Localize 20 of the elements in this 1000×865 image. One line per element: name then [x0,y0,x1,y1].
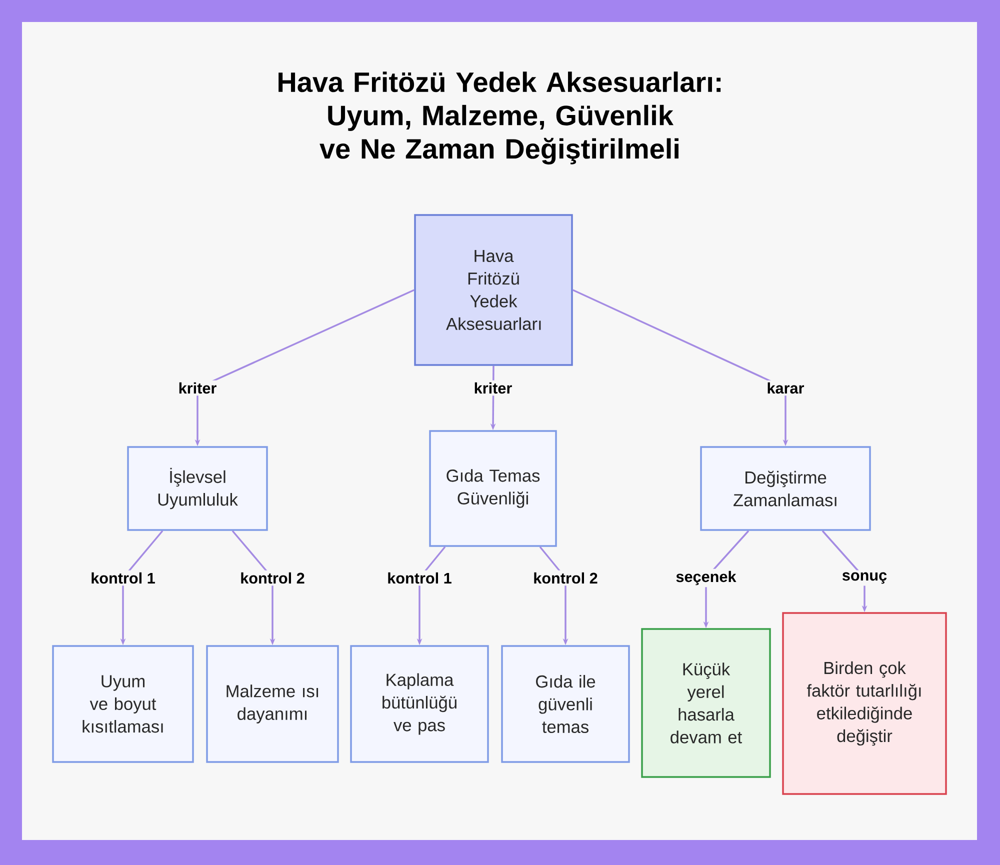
edge-label: sonuç [840,570,890,586]
edge-label: kontrol 2 [531,570,600,586]
edge-label: karar [764,380,806,396]
process-box: Kaplama bütünlüğü ve pas [350,645,489,763]
process-box: Hava Fritözü Yedek Aksesuarları [414,214,573,366]
process-box: Değiştirme Zamanlaması [700,446,871,531]
process-box: Gıda Temas Güvenliği [429,430,557,547]
process-box: Küçük yerel hasarla devam et [641,628,771,778]
edge-label: kontrol 2 [238,570,307,586]
edge-label: kriter [472,380,514,396]
process-box: Malzeme ısı dayanımı [206,645,339,763]
title: Hava Fritözü Yedek Aksesuarları: Uyum, Malzeme, Güvenlik ve Ne Zaman Değiştirilmeli [278,72,721,164]
edge-label: kriter [176,380,219,396]
edge-label: kontrol 1 [385,570,454,586]
process-box: Uyum ve boyut kısıtlaması [52,645,194,763]
process-box: Birden çok faktör tutarlılığı etkilediğinde değiştir [782,612,947,795]
process-box: İşlevsel Uyumluluk [127,446,268,531]
edge-label: kontrol 1 [88,570,158,586]
edge-label: seçenek [674,568,738,588]
process-box: Gıda ile güvenli temas [501,645,630,763]
